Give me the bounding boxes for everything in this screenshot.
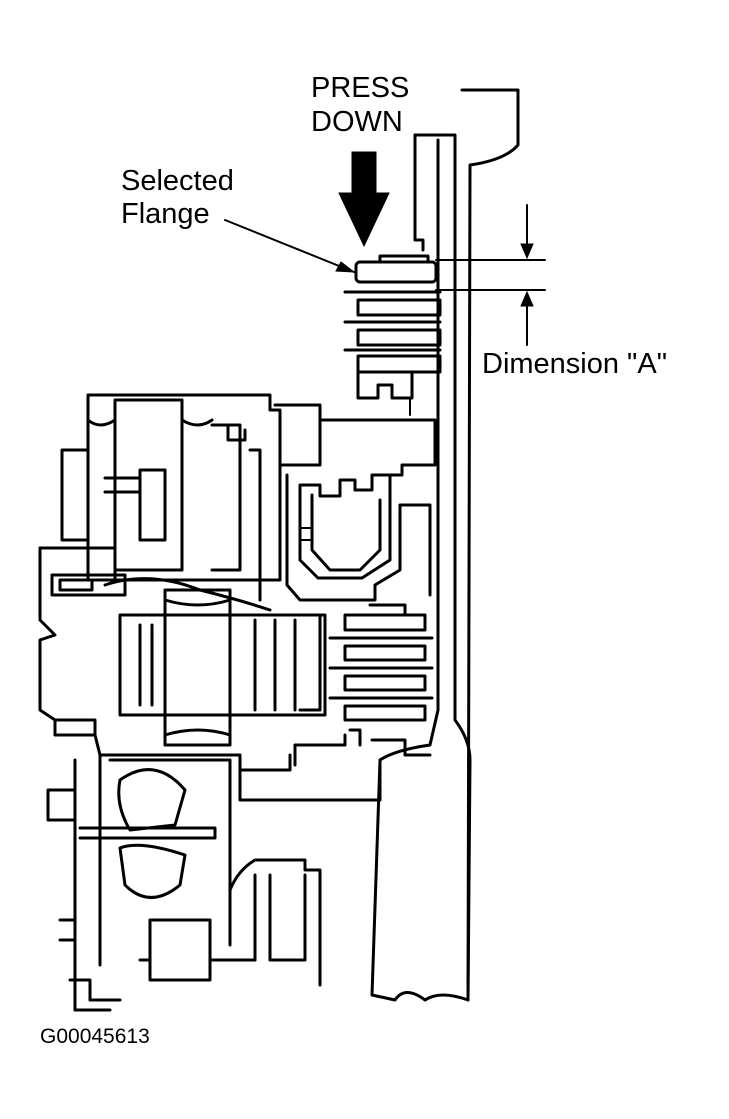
press-label-line2: DOWN: [311, 106, 403, 138]
selected-flange-leader: [224, 219, 356, 273]
selected-flange: [354, 254, 438, 284]
selected-label-line1: Selected: [121, 165, 234, 197]
upper-planetary: [60, 393, 282, 602]
lower-housing: [46, 728, 432, 1012]
dimension-label: Dimension "A": [482, 348, 667, 380]
lower-clutch-pack: [328, 603, 434, 722]
figure-code: G00045613: [40, 1025, 150, 1048]
press-down-arrow: [338, 151, 390, 248]
clutch-drum: [273, 403, 437, 602]
press-label-line1: PRESS: [311, 72, 409, 104]
housing-wall: [370, 88, 520, 1002]
middle-gearset: [38, 546, 327, 747]
selected-label-line2: Flange: [121, 198, 210, 230]
dimension-a-marker: [435, 204, 546, 346]
upper-clutch-pack: [343, 290, 442, 416]
